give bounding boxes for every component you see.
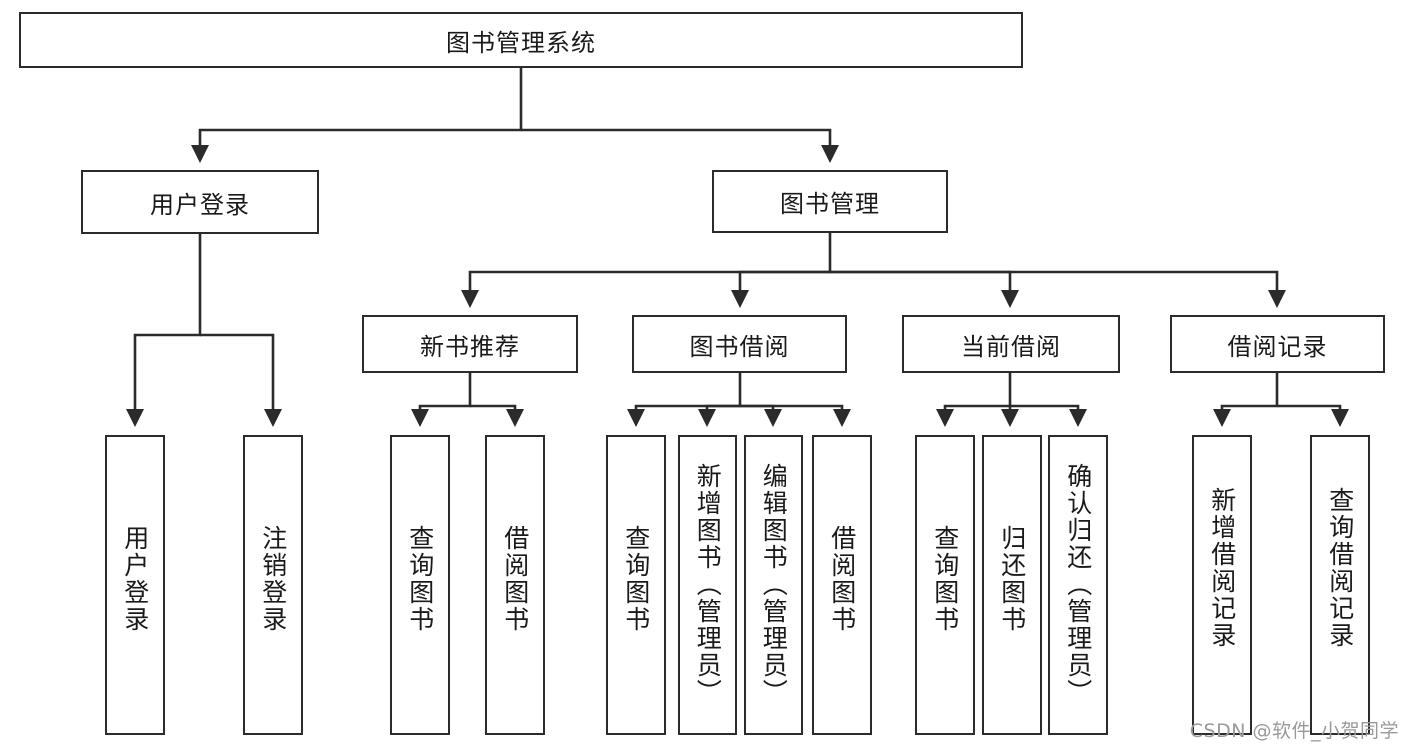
leaf-records-query-record[interactable]: 查询借阅记录 — [1310, 435, 1370, 735]
node-current-borrow[interactable]: 当前借阅 — [902, 315, 1120, 373]
node-label: 借阅记录 — [1227, 332, 1328, 361]
leaf-current-query-book[interactable]: 查询图书 — [915, 435, 975, 735]
leaf-user-login-logout[interactable]: 注销登录 — [243, 435, 303, 735]
node-label: 当前借阅 — [961, 332, 1061, 361]
node-label: 归还图书 — [997, 525, 1027, 633]
node-book-borrow[interactable]: 图书借阅 — [632, 315, 847, 373]
leaf-borrow-edit-book-admin[interactable]: 编辑图书（管理员） — [744, 435, 803, 735]
node-label: 查询借阅记录 — [1325, 487, 1355, 649]
leaf-current-return-book[interactable]: 归还图书 — [982, 435, 1042, 735]
watermark: CSDN @软件_小贺同学 — [1189, 720, 1399, 742]
node-label: 用户登录 — [150, 190, 250, 219]
leaf-new-book-borrow[interactable]: 借阅图书 — [485, 435, 545, 735]
node-label: 图书管理 — [780, 190, 880, 218]
node-root-system[interactable]: 图书管理系统 — [19, 12, 1023, 68]
node-label: 图书借阅 — [689, 332, 790, 361]
leaf-current-confirm-return-admin[interactable]: 确认归还（管理员） — [1048, 435, 1108, 735]
node-label: 注销登录 — [258, 525, 288, 633]
node-borrow-records[interactable]: 借阅记录 — [1170, 315, 1385, 373]
node-user-login[interactable]: 用户登录 — [81, 170, 319, 234]
leaf-user-login-login[interactable]: 用户登录 — [105, 435, 165, 735]
node-label: 借阅图书 — [500, 525, 530, 633]
leaf-borrow-borrow-book[interactable]: 借阅图书 — [812, 435, 872, 735]
node-label: 新书推荐 — [420, 332, 520, 361]
node-label: 确认归还（管理员） — [1063, 463, 1093, 706]
leaf-borrow-add-book-admin[interactable]: 新增图书（管理员） — [678, 435, 737, 735]
node-label: 编辑图书（管理员） — [759, 463, 789, 706]
leaf-new-book-query[interactable]: 查询图书 — [390, 435, 450, 735]
node-label: 图书管理系统 — [446, 28, 596, 57]
node-label: 新增图书（管理员） — [693, 463, 723, 706]
node-new-book-recommend[interactable]: 新书推荐 — [362, 315, 578, 373]
node-label: 新增借阅记录 — [1207, 487, 1237, 649]
leaf-records-add-record[interactable]: 新增借阅记录 — [1192, 435, 1252, 735]
node-label: 查询图书 — [621, 525, 651, 633]
node-label: 用户登录 — [120, 525, 150, 633]
node-book-management[interactable]: 图书管理 — [712, 170, 948, 233]
node-label: 借阅图书 — [827, 525, 857, 633]
node-label: 查询图书 — [930, 525, 960, 633]
leaf-borrow-query-book[interactable]: 查询图书 — [606, 435, 666, 735]
node-label: 查询图书 — [405, 525, 435, 633]
